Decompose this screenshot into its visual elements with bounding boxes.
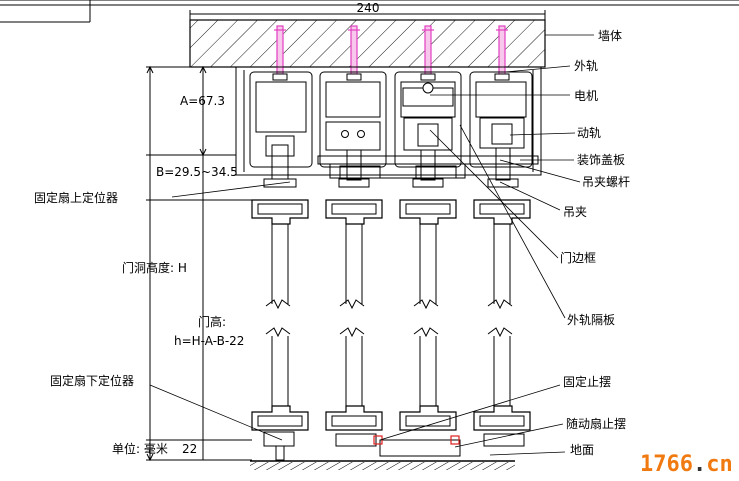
label-moving-stop: 随动扇止摆 [566,416,626,431]
watermark-suffix: cn [706,452,733,477]
leader-lines [149,34,594,456]
watermark: 1766.cn [640,452,733,477]
dim-door-height-formula: h=H-A-B-22 [174,334,244,348]
wall-thickness-label: 240 [357,1,380,15]
vertical-dimensions [146,65,252,462]
label-fixed-upper-locator: 固定扇上定位器 [34,190,118,205]
wall-dimension: 240 [189,1,546,22]
dim-a: A=67.3 [180,94,225,108]
door-stiles [265,224,513,410]
dim-bottom-gap: 22 [182,442,197,456]
upper-door-profiles [251,199,531,225]
label-outer-rail: 外轨 [574,59,598,73]
title-frame [0,0,739,23]
dim-door-height-title: 门高: [198,314,226,329]
dim-opening-height: 门洞高度: H [122,260,187,275]
label-fixed-lower-locator: 固定扇下定位器 [50,373,134,388]
label-moving-rail: 动轨 [577,126,601,140]
label-wall: 墙体 [598,29,622,43]
dim-b: B=29.5~34.5 [156,165,238,179]
ground [250,460,515,470]
label-unit: 单位: 毫米 [112,441,168,456]
label-door-frame: 门边框 [560,250,596,265]
watermark-prefix: 1766 [640,452,693,477]
label-motor: 电机 [574,89,598,103]
track-assembly [235,66,542,179]
label-ground: 地面 [570,443,594,457]
hanger-bolts [263,144,519,188]
lower-door-profiles [251,405,531,461]
stops [373,435,460,445]
label-decor-cover: 装饰盖板 [577,153,625,167]
label-rail-separator: 外轨隔板 [567,313,615,327]
label-hanger-clip: 吊夹 [563,205,587,219]
label-fixed-stop: 固定止摆 [563,374,611,389]
label-hanger-bolt: 吊夹螺杆 [582,175,630,189]
wall-block [189,19,546,68]
watermark-dot: . [693,452,706,477]
